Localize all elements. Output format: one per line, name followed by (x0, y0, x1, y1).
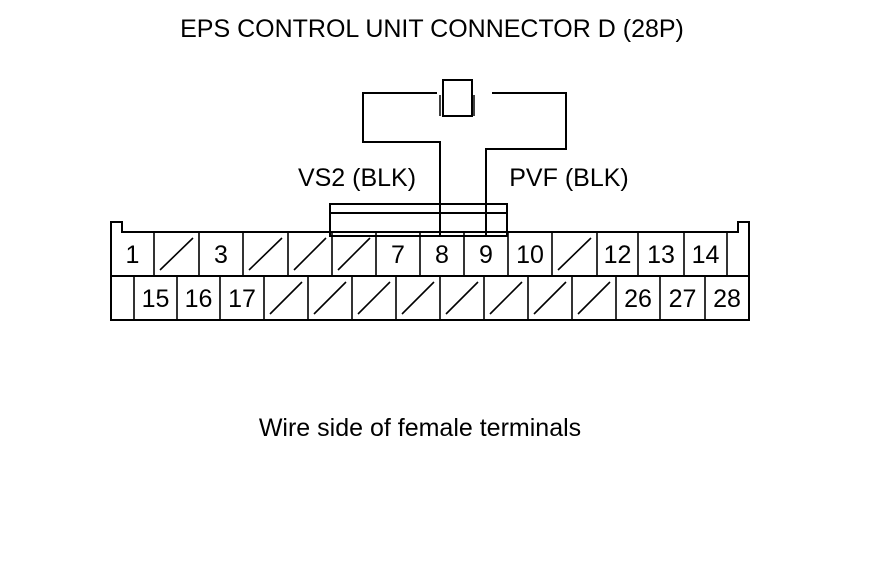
connector-body (110, 221, 750, 321)
terminal-13: 13 (637, 232, 675, 276)
terminal-1: 1 (126, 241, 140, 269)
terminal-row-lower: 15 16 17 26 27 28 (133, 276, 741, 320)
terminal-number: 8 (435, 241, 449, 269)
unused-cavity-slash (533, 281, 567, 315)
connector-lock-tab (329, 203, 508, 237)
unused-cavity-slash (489, 281, 523, 315)
unused-cavity-slash (557, 237, 592, 271)
terminal-empty (551, 232, 592, 276)
terminal-empty (331, 232, 371, 276)
unused-cavity-slash (401, 281, 435, 315)
sensor-symbol (439, 79, 475, 117)
unused-cavity-slash (269, 281, 303, 315)
terminal-number: 17 (228, 285, 256, 313)
terminal-number: 27 (669, 285, 697, 313)
terminal-28: 28 (704, 276, 741, 320)
terminal-10: 10 (507, 232, 544, 276)
terminal-empty (483, 276, 523, 320)
terminal-9: 9 (463, 232, 493, 276)
terminal-number: 14 (692, 241, 720, 269)
diagram-title: EPS CONTROL UNIT CONNECTOR D (28P) (180, 15, 684, 43)
terminal-26: 26 (615, 276, 652, 320)
terminal-16: 16 (176, 276, 213, 320)
terminal-number: 7 (391, 241, 405, 269)
terminal-empty (351, 276, 391, 320)
unused-cavity-slash (445, 281, 479, 315)
unused-cavity-slash (159, 237, 194, 271)
terminal-15: 15 (133, 276, 170, 320)
terminal-empty (439, 276, 479, 320)
terminal-empty (571, 276, 611, 320)
terminal-number: 15 (142, 285, 170, 313)
unused-cavity-slash (313, 281, 347, 315)
unused-cavity-slash (248, 237, 283, 271)
unused-cavity-slash (293, 237, 327, 271)
wire-pvf (485, 92, 567, 236)
terminal-empty (395, 276, 435, 320)
diagram-caption: Wire side of female terminals (259, 414, 581, 442)
terminal-empty (307, 276, 347, 320)
unused-cavity-slash (357, 281, 391, 315)
terminal-number: 1 (126, 241, 140, 269)
wire-vs2 (362, 92, 441, 236)
terminal-number: 13 (647, 241, 675, 269)
terminal-number: 10 (516, 241, 544, 269)
terminal-8: 8 (419, 232, 449, 276)
terminal-empty (287, 232, 327, 276)
terminal-empty (263, 276, 303, 320)
terminal-empty (242, 232, 283, 276)
terminal-number: 3 (214, 241, 228, 269)
wire-label-vs2: VS2 (BLK) (298, 164, 416, 192)
terminal-empty (527, 276, 567, 320)
terminal-14: 14 (683, 232, 720, 276)
terminal-7: 7 (375, 232, 405, 276)
unused-cavity-slash (577, 281, 611, 315)
terminal-27: 27 (659, 276, 697, 320)
wire-label-pvf: PVF (BLK) (509, 164, 628, 192)
terminal-12: 12 (596, 232, 632, 276)
terminal-number: 26 (624, 285, 652, 313)
terminal-empty (153, 232, 194, 276)
terminal-number: 9 (479, 241, 493, 269)
terminal-number: 12 (604, 241, 632, 269)
terminal-number: 16 (185, 285, 213, 313)
terminal-17: 17 (219, 276, 256, 320)
terminal-number: 28 (713, 285, 741, 313)
terminal-3: 3 (198, 232, 228, 276)
unused-cavity-slash (337, 237, 371, 271)
